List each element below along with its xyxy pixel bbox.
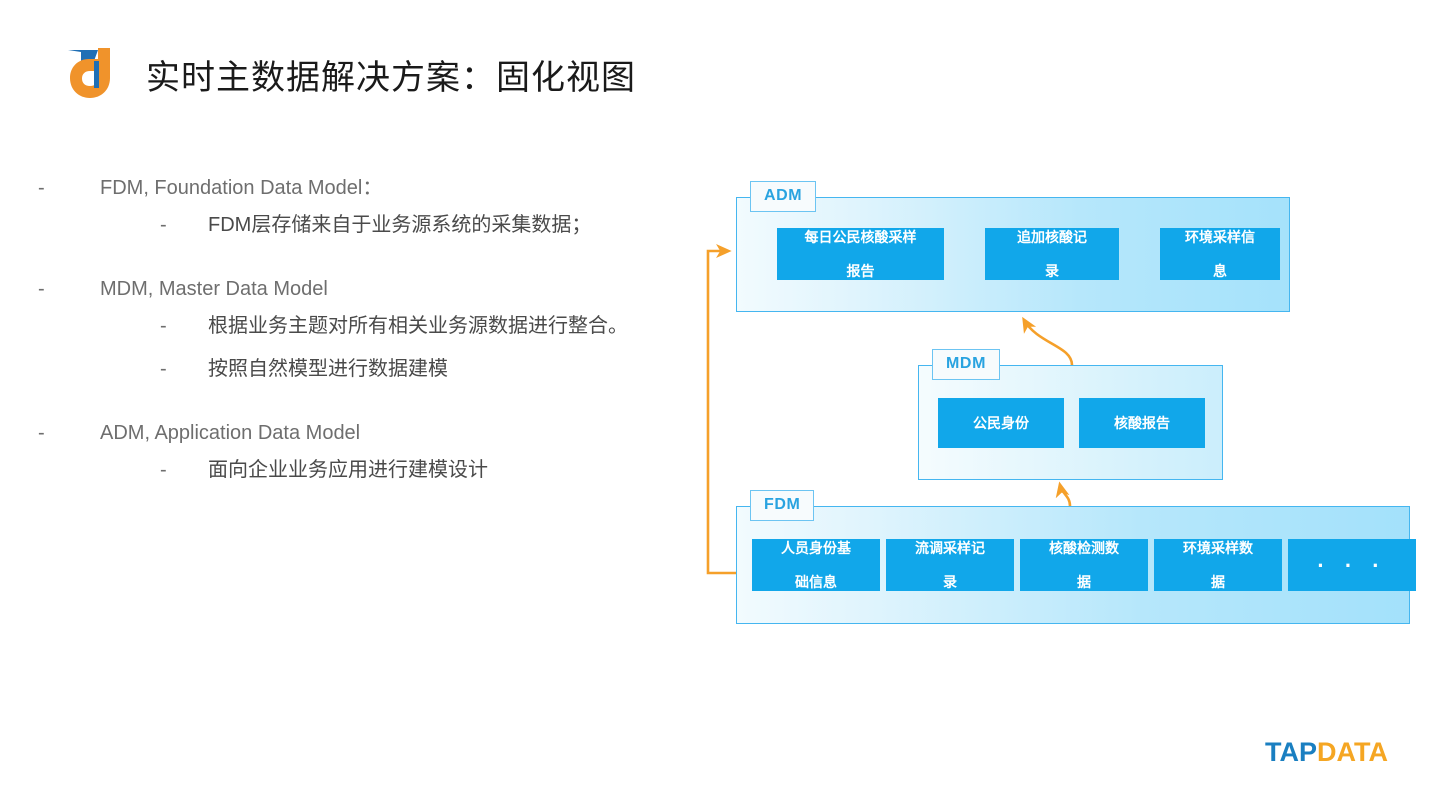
bullet-dash: - (38, 278, 45, 300)
brand-tap: TAP (1265, 737, 1318, 767)
bullet-group-mdm: - MDM, Master Data Model - 根据业务主题对所有相关业务… (38, 273, 678, 391)
bullet-list: - FDM, Foundation Data Model： - FDM层存储来自… (38, 172, 678, 518)
node-mdm-1[interactable]: 核酸报告 (1079, 398, 1205, 448)
bullet-level1-text: FDM, Foundation Data Model： (100, 177, 383, 199)
bullet-dash: - (160, 214, 167, 236)
node-label-line1: 人员身份基 (781, 539, 851, 556)
node-label-line2: 据 (1211, 573, 1225, 590)
bullet-level2: - 按照自然模型进行数据建模 (160, 348, 678, 391)
node-label-line1: 核酸检测数 (1049, 539, 1119, 556)
bullet-level1-text: ADM, Application Data Model (100, 422, 361, 444)
node-fdm-more[interactable]: · · · (1288, 539, 1416, 591)
node-fdm-1[interactable]: 流调采样记 录 (886, 539, 1014, 591)
bullet-dash: - (160, 358, 167, 380)
node-adm-1[interactable]: 追加核酸记 录 (985, 228, 1119, 280)
bullet-level2: - 根据业务主题对所有相关业务源数据进行整合。 (160, 305, 678, 348)
bullet-level2: - FDM层存储来自于业务源系统的采集数据； (160, 204, 678, 247)
node-fdm-3[interactable]: 环境采样数 据 (1154, 539, 1282, 591)
node-label-line2: 报告 (846, 262, 875, 279)
node-label-line1: 流调采样记 (915, 539, 985, 556)
node-label-line2: 据 (1077, 573, 1091, 590)
node-adm-2[interactable]: 环境采样信 息 (1160, 228, 1280, 280)
bullet-level1: - MDM, Master Data Model (38, 273, 678, 305)
node-label-line1: 环境采样数 (1183, 539, 1253, 556)
bullet-dash: - (38, 177, 45, 199)
tapdata-wordmark: TAPDATA (1265, 737, 1388, 768)
node-label-line1: 环境采样信 (1185, 228, 1255, 245)
bullet-dash: - (160, 459, 167, 481)
bullet-level2-text: 按照自然模型进行数据建模 (208, 358, 448, 380)
node-label-line2: 息 (1213, 262, 1227, 279)
layer-tag-fdm: FDM (750, 490, 815, 521)
bullet-level2-text: 根据业务主题对所有相关业务源数据进行整合。 (208, 315, 628, 337)
node-label-line1: 每日公民核酸采样 (804, 228, 917, 245)
layer-tag-mdm: MDM (932, 349, 1001, 380)
fdm-node-row: 人员身份基 础信息 流调采样记 录 核酸检测数 据 环境采样数 据 · · · (752, 539, 1416, 591)
node-mdm-0[interactable]: 公民身份 (938, 398, 1064, 448)
node-adm-0[interactable]: 每日公民核酸采样 报告 (777, 228, 944, 280)
node-label-line1: 追加核酸记 (1017, 228, 1087, 245)
tapdata-logo-icon (64, 44, 124, 104)
node-fdm-0[interactable]: 人员身份基 础信息 (752, 539, 880, 591)
node-label-line1: 公民身份 (973, 414, 1029, 431)
page-title: 实时主数据解决方案：固化视图 (146, 58, 636, 97)
bullet-group-fdm: - FDM, Foundation Data Model： - FDM层存储来自… (38, 172, 678, 247)
bullet-level2: - 面向企业业务应用进行建模设计 (160, 449, 678, 492)
mdm-to-adm-arrow (1022, 316, 1074, 366)
bullet-level1: - ADM, Application Data Model (38, 417, 678, 449)
node-label-line2: 础信息 (795, 573, 837, 590)
slide-header: 实时主数据解决方案：固化视图 (64, 44, 636, 104)
node-label-line1: 核酸报告 (1114, 414, 1170, 431)
layer-mdm[interactable]: 公民身份 核酸报告 (918, 365, 1223, 480)
bullet-dash: - (38, 422, 45, 444)
bullet-level2-text: FDM层存储来自于业务源系统的采集数据； (208, 214, 592, 236)
bullet-level1-text: MDM, Master Data Model (100, 278, 328, 300)
node-label-line2: 录 (1045, 262, 1059, 279)
layer-fdm[interactable]: 人员身份基 础信息 流调采样记 录 核酸检测数 据 环境采样数 据 · · · (736, 506, 1416, 624)
node-label-line1: · · · (1317, 552, 1387, 578)
mdm-node-row: 公民身份 核酸报告 (938, 398, 1205, 448)
brand-data: DATA (1317, 737, 1388, 767)
node-fdm-2[interactable]: 核酸检测数 据 (1020, 539, 1148, 591)
fdm-to-mdm-arrow (1055, 481, 1072, 507)
architecture-diagram: 每日公民核酸采样 报告 追加核酸记 录 环境采样信 息 ADM 公民身份 核酸报… (700, 168, 1430, 638)
layer-tag-adm: ADM (750, 181, 817, 212)
bullet-level2-text: 面向企业业务应用进行建模设计 (208, 459, 488, 481)
adm-node-row: 每日公民核酸采样 报告 追加核酸记 录 环境采样信 息 (777, 228, 1280, 280)
layer-adm[interactable]: 每日公民核酸采样 报告 追加核酸记 录 环境采样信 息 (736, 197, 1290, 312)
node-label-line2: 录 (943, 573, 957, 590)
bullet-group-adm: - ADM, Application Data Model - 面向企业业务应用… (38, 417, 678, 492)
bullet-dash: - (160, 315, 167, 337)
bullet-level1: - FDM, Foundation Data Model： (38, 172, 678, 204)
